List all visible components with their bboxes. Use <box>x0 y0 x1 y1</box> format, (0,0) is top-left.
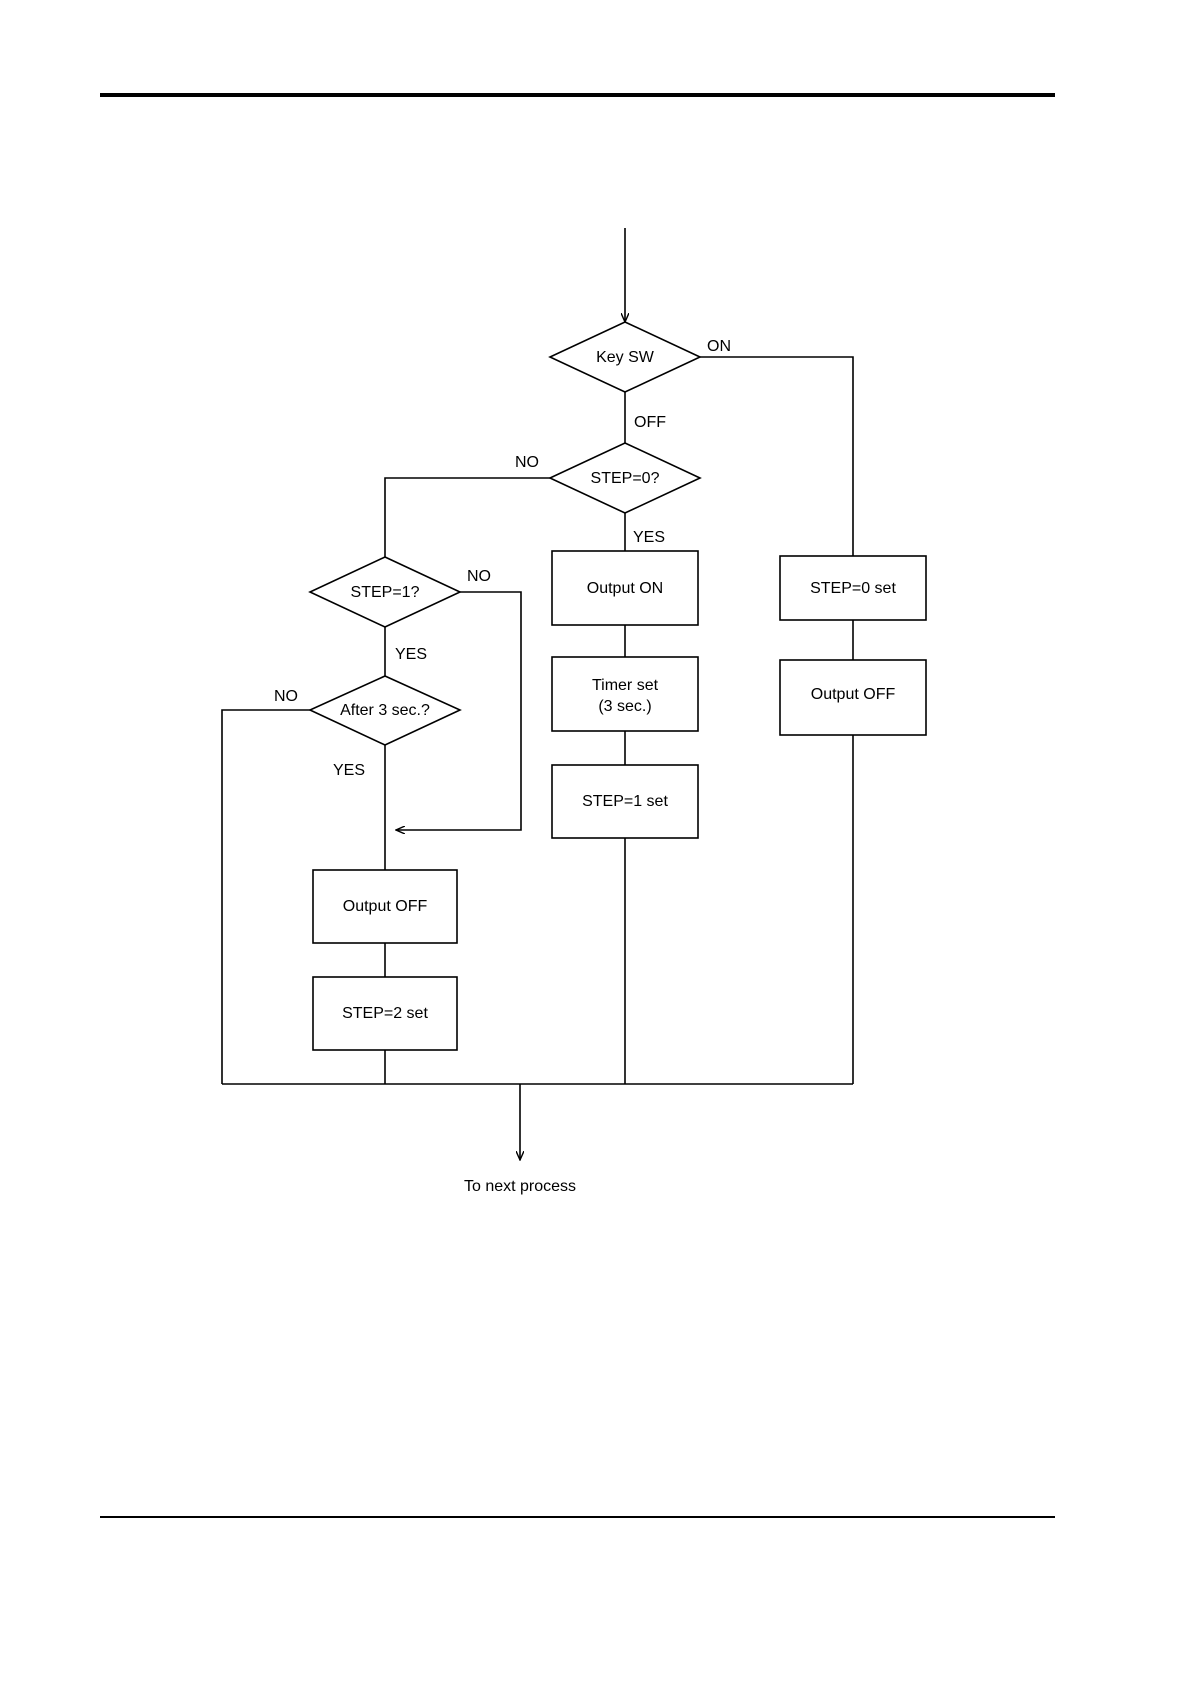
decision-after-3-sec[interactable] <box>308 675 462 746</box>
process-output-off-right-label: Output OFF <box>811 686 896 703</box>
decision-step0[interactable] <box>548 442 702 514</box>
process-output-off-right[interactable] <box>779 659 927 736</box>
edge-step0q-no-to-step1q <box>384 477 550 557</box>
process-timer-set-label: Timer set <box>592 677 659 694</box>
decision-step1[interactable] <box>308 556 462 628</box>
decision-key-sw-label: Key SW <box>596 349 655 366</box>
edge-label-key-sw-on: ON <box>707 338 731 355</box>
terminal-to-next-process: To next process <box>464 1178 576 1195</box>
process-step1-set-label: STEP=1 set <box>582 793 668 810</box>
edge-label-step0-no: NO <box>515 454 539 471</box>
edge-label-key-sw-off: OFF <box>634 414 666 431</box>
header-rule <box>100 93 1055 97</box>
process-output-off-left[interactable] <box>312 869 458 944</box>
edge-label-after3-yes: YES <box>333 762 365 779</box>
process-output-off-left-label: Output OFF <box>343 898 428 915</box>
process-step0-set-label: STEP=0 set <box>810 580 896 597</box>
process-step2-set-label: STEP=2 set <box>342 1005 428 1022</box>
process-step1-set[interactable] <box>551 764 699 839</box>
process-step0-set[interactable] <box>779 555 927 621</box>
process-timer-set-sublabel: (3 sec.) <box>598 698 651 715</box>
process-output-on-label: Output ON <box>587 580 663 597</box>
edge-label-after3-no: NO <box>274 688 298 705</box>
decision-after-3-sec-label: After 3 sec.? <box>340 702 430 719</box>
edge-step1q-no-to-join <box>396 591 522 830</box>
decision-step1-label: STEP=1? <box>351 584 420 601</box>
decision-step0-label: STEP=0? <box>591 470 660 487</box>
edge-after3q-no-to-merge <box>221 709 310 1084</box>
process-step2-set[interactable] <box>312 976 458 1051</box>
decision-key-sw[interactable] <box>548 321 702 393</box>
edge-label-step1-no: NO <box>467 568 491 585</box>
process-timer-set[interactable] <box>551 656 699 732</box>
process-output-on[interactable] <box>551 550 699 626</box>
edge-keysw-on-to-step0set <box>700 356 854 556</box>
footer-rule <box>100 1516 1055 1518</box>
edge-label-step0-yes: YES <box>633 529 665 546</box>
edge-label-step1-yes: YES <box>395 646 427 663</box>
